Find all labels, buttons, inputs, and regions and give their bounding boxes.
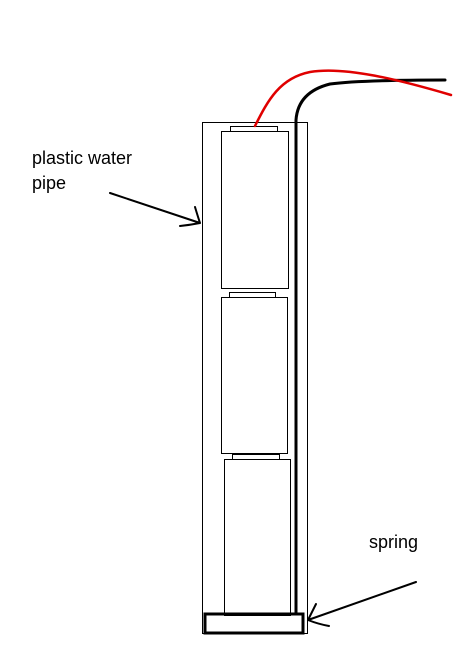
- battery-2-terminal: [229, 292, 276, 298]
- spring: [203, 612, 305, 635]
- black-wire: [294, 78, 447, 616]
- pipe-label-line2: pipe: [32, 173, 66, 193]
- spring-label: spring: [369, 532, 418, 552]
- pipe-outline: [202, 122, 308, 634]
- battery-3-terminal: [232, 454, 280, 460]
- red-wire: [253, 69, 453, 128]
- spring-arrow: [307, 581, 417, 627]
- battery-3: [224, 459, 291, 616]
- pipe-arrow: [109, 192, 201, 227]
- pipe-label-line1: plastic water: [32, 148, 132, 168]
- battery-1-terminal: [230, 126, 278, 132]
- battery-2: [221, 297, 288, 454]
- battery-1: [221, 131, 289, 289]
